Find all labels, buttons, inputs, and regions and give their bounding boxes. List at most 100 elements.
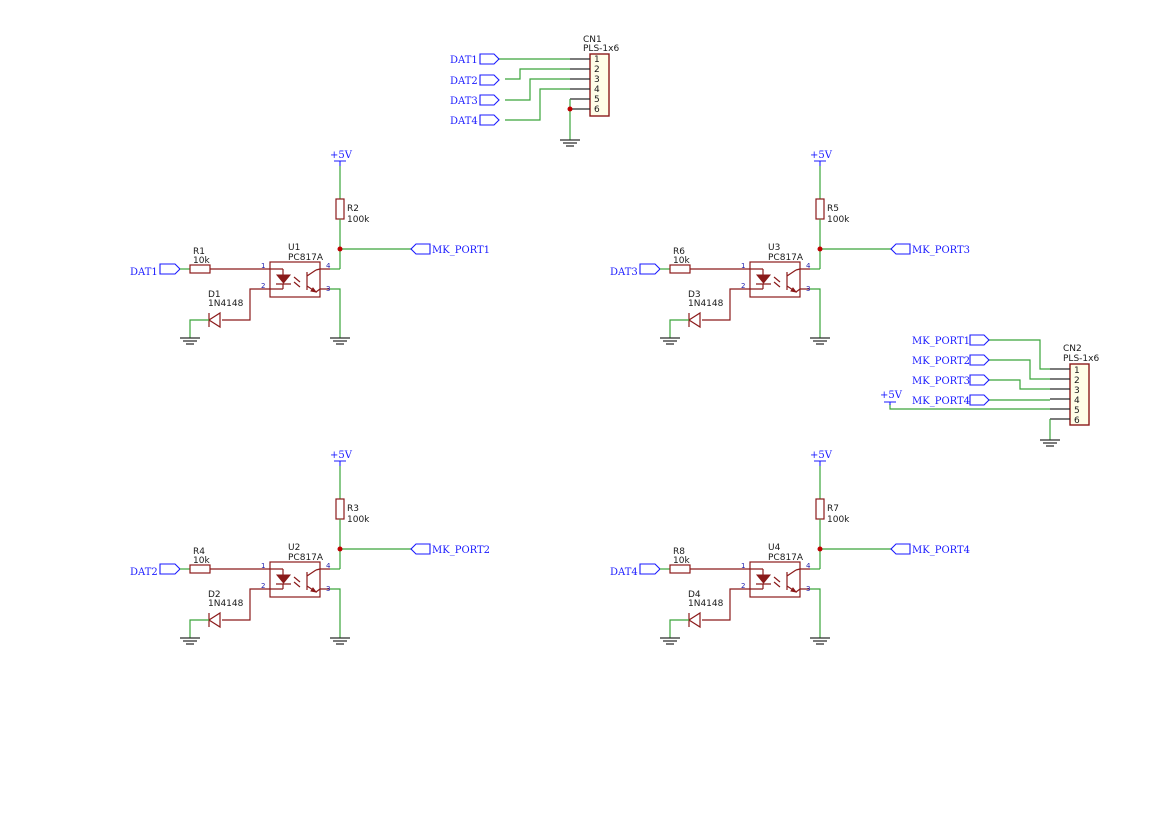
svg-text:+5V: +5V: [880, 390, 903, 401]
pullup-resistor: R7 100k: [815, 498, 850, 525]
optocoupler: U1 PC817A 1 2 3 4: [260, 243, 331, 298]
svg-text:+5V: +5V: [810, 150, 833, 161]
opto-pin: 4: [806, 262, 811, 270]
resistor-value: 100k: [347, 215, 370, 225]
opto-pin: 4: [806, 562, 811, 570]
cn2-pin: 1: [1074, 366, 1080, 376]
opto-pin: 2: [261, 282, 265, 290]
cn1-value: PLS-1x6: [583, 44, 619, 54]
opto-ref: U2: [288, 543, 300, 553]
diode: D3 1N4148: [687, 290, 724, 329]
opto-pin: 2: [741, 582, 745, 590]
svg-text:DAT2: DAT2: [130, 567, 158, 578]
cn2-pin: 3: [1074, 386, 1080, 396]
net-label-mk-port3: MK_PORT3: [912, 374, 990, 387]
net-label-output: MK_PORT3: [890, 243, 970, 256]
svg-text:MK_PORT4: MK_PORT4: [912, 396, 970, 407]
cn2-pin: 6: [1074, 416, 1080, 426]
resistor-ref: R5: [827, 204, 839, 214]
diode-ref: D3: [688, 290, 701, 300]
svg-text:DAT3: DAT3: [610, 267, 638, 278]
resistor-ref: R1: [193, 247, 205, 257]
svg-text:DAT4: DAT4: [450, 116, 478, 127]
opto-value: PC817A: [768, 553, 804, 563]
net-label-input: DAT2: [130, 563, 181, 578]
svg-text:DAT2: DAT2: [450, 76, 478, 87]
opto-pin: 3: [326, 285, 330, 293]
diode: D2 1N4148: [207, 590, 244, 629]
connector-cn1: CN1 PLS-1x6 1 2 3 4 5 6 DAT1 DAT2 DAT3: [450, 35, 619, 147]
cn2-ref: CN2: [1063, 344, 1082, 354]
opto-value: PC817A: [288, 253, 324, 263]
resistor-value: 10k: [193, 556, 210, 566]
svg-text:+5V: +5V: [810, 450, 833, 461]
diode-ref: D4: [688, 590, 701, 600]
net-label-output: MK_PORT2: [410, 543, 490, 556]
svg-text:DAT4: DAT4: [610, 567, 638, 578]
resistor-value: 100k: [347, 515, 370, 525]
opto-pin: 2: [261, 582, 265, 590]
input-resistor: R4 10k: [189, 547, 211, 574]
power-symbol-5v: +5V: [880, 390, 903, 405]
input-resistor: R1 10k: [189, 247, 211, 274]
svg-text:DAT3: DAT3: [450, 96, 478, 107]
optocoupler: U4 PC817A 1 2 3 4: [740, 543, 811, 598]
power-symbol-5v: +5V: [330, 150, 353, 166]
connector-cn2: CN2 PLS-1x6 1 2 3 4 5 6 +5V MK_PORT1 MK_…: [880, 334, 1099, 447]
diode: D1 1N4148: [207, 290, 244, 329]
cn1-pin: 1: [594, 55, 600, 65]
opto-pin: 1: [741, 562, 745, 570]
diode-value: 1N4148: [208, 599, 244, 609]
cn1-pin: 4: [594, 85, 600, 95]
diode-value: 1N4148: [688, 299, 724, 309]
opto-value: PC817A: [768, 253, 804, 263]
net-label-dat4: DAT4: [450, 114, 500, 127]
cn1-ref: CN1: [583, 35, 602, 45]
svg-text:MK_PORT3: MK_PORT3: [912, 245, 970, 256]
resistor-ref: R6: [673, 247, 685, 257]
cn1-pin: 2: [594, 65, 600, 75]
opto-value: PC817A: [288, 553, 324, 563]
net-label-input: DAT3: [610, 263, 661, 278]
cn2-pin: 5: [1074, 406, 1080, 416]
pullup-resistor: R2 100k: [335, 198, 370, 225]
opto-pin: 2: [741, 282, 745, 290]
opto-channel: +5V R2 100k MK_PORT1 DAT1 R1 10k: [130, 150, 490, 345]
svg-text:MK_PORT3: MK_PORT3: [912, 376, 970, 387]
power-symbol-5v: +5V: [810, 150, 833, 166]
resistor-value: 100k: [827, 515, 850, 525]
net-label-mk-port2: MK_PORT2: [912, 354, 990, 367]
svg-text:+5V: +5V: [330, 150, 353, 161]
resistor-ref: R7: [827, 504, 839, 514]
diode-ref: D2: [208, 590, 221, 600]
net-label-mk-port1: MK_PORT1: [912, 334, 990, 347]
input-resistor: R6 10k: [669, 247, 691, 274]
cn2-value: PLS-1x6: [1063, 354, 1099, 364]
net-label-mk-port4: MK_PORT4: [912, 394, 990, 407]
svg-text:MK_PORT2: MK_PORT2: [432, 545, 490, 556]
resistor-value: 100k: [827, 215, 850, 225]
net-label-dat2: DAT2: [450, 74, 500, 87]
svg-text:MK_PORT1: MK_PORT1: [912, 336, 970, 347]
cn1-body: [589, 53, 610, 117]
net-label-output: MK_PORT1: [410, 243, 490, 256]
opto-pin: 4: [326, 562, 331, 570]
net-label-input: DAT1: [130, 263, 181, 278]
optocoupler: U3 PC817A 1 2 3 4: [740, 243, 811, 298]
cn1-pin: 3: [594, 75, 600, 85]
opto-channel: +5V R7 100k MK_PORT4 DAT4 R8 10k U4 PC81…: [610, 450, 970, 645]
cn1-pin: 6: [594, 105, 600, 115]
resistor-value: 10k: [673, 256, 690, 266]
net-label-input: DAT4: [610, 563, 661, 578]
svg-text:DAT1: DAT1: [450, 55, 478, 66]
opto-channel: +5V R5 100k MK_PORT3 DAT3 R6 10k U3 PC81…: [610, 150, 970, 345]
cn2-pin: 4: [1074, 396, 1080, 406]
resistor-value: 10k: [193, 256, 210, 266]
input-resistor: R8 10k: [669, 547, 691, 574]
pullup-resistor: R5 100k: [815, 198, 850, 225]
opto-channel: +5V R3 100k MK_PORT2 DAT2 R4 10k U2 PC81…: [130, 450, 490, 645]
diode: D4 1N4148: [687, 590, 724, 629]
opto-pin: 1: [261, 262, 265, 270]
opto-pin: 1: [261, 562, 265, 570]
diode-value: 1N4148: [208, 299, 244, 309]
